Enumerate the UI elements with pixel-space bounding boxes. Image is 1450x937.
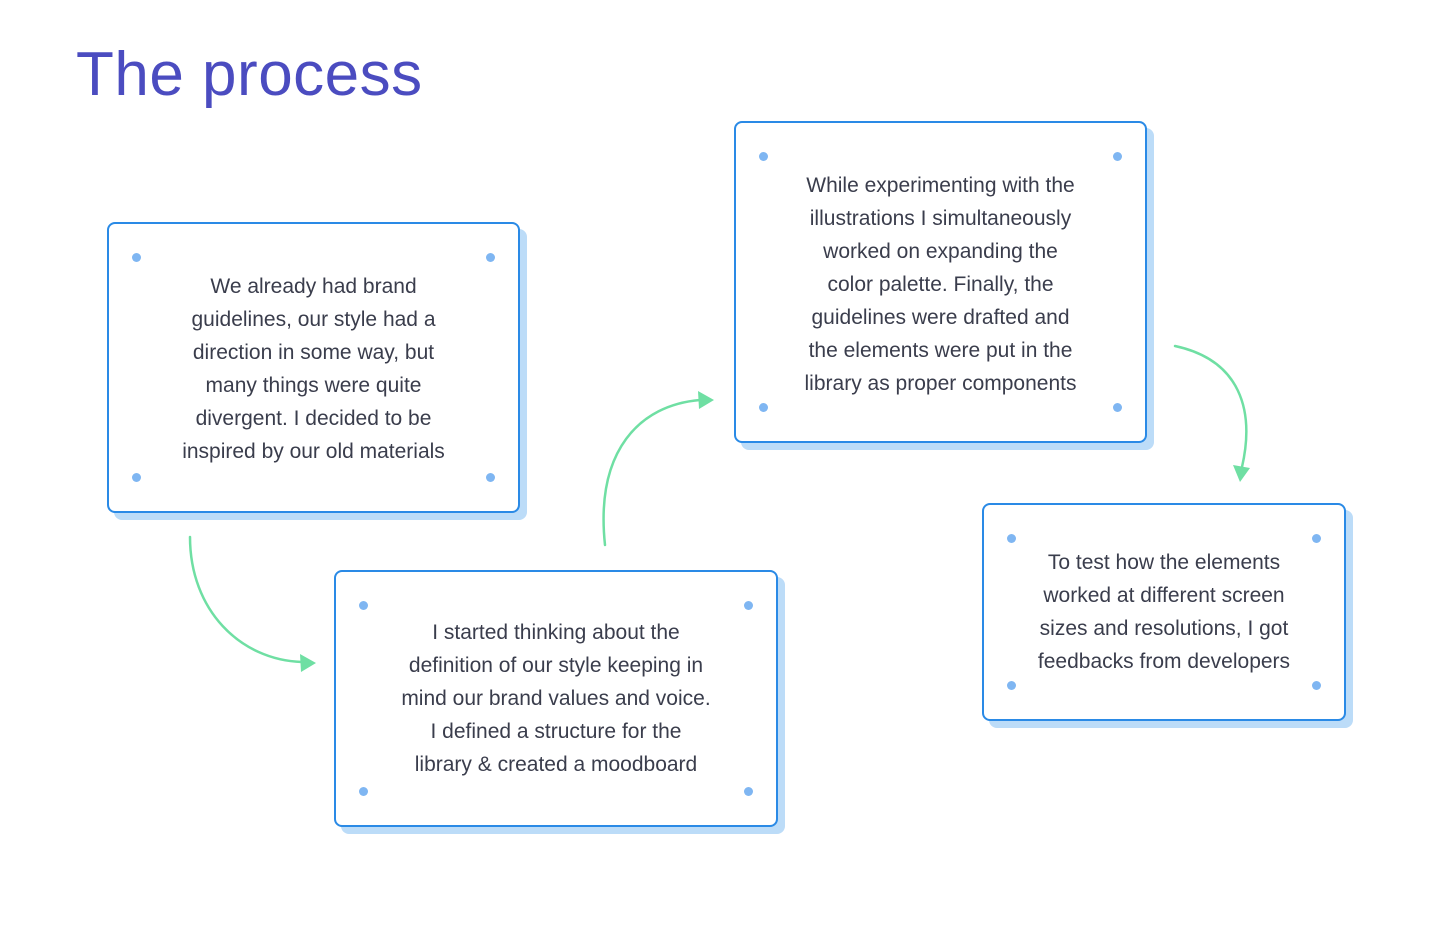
step-card-1: We already had brand guidelines, our sty…	[107, 222, 520, 513]
corner-dot	[359, 787, 368, 796]
corner-dot	[1312, 534, 1321, 543]
step-text: We already had brand guidelines, our sty…	[182, 274, 445, 463]
arrow-step-1-to-2	[188, 535, 304, 664]
arrow-step-3-to-4	[1173, 344, 1248, 469]
step-card-4: To test how the elements worked at diffe…	[982, 503, 1346, 721]
corner-dot	[759, 152, 768, 161]
corner-dot	[1113, 403, 1122, 412]
step-text: While experimenting with the illustratio…	[804, 173, 1077, 395]
arrowhead-3	[1233, 465, 1250, 482]
step-text: I started thinking about the definition …	[401, 621, 711, 776]
arrow-step-2-to-3	[602, 398, 702, 547]
corner-dot	[759, 403, 768, 412]
corner-dot	[359, 601, 368, 610]
corner-dot	[132, 473, 141, 482]
corner-dot	[744, 787, 753, 796]
corner-dot	[1113, 152, 1122, 161]
arrowhead-2	[698, 391, 714, 409]
step-card-3: While experimenting with the illustratio…	[734, 121, 1147, 443]
corner-dot	[1312, 681, 1321, 690]
corner-dot	[132, 253, 141, 262]
arrowhead-1	[300, 654, 316, 672]
step-card-2: I started thinking about the definition …	[334, 570, 778, 827]
corner-dot	[744, 601, 753, 610]
corner-dot	[486, 253, 495, 262]
corner-dot	[1007, 534, 1016, 543]
corner-dot	[486, 473, 495, 482]
corner-dot	[1007, 681, 1016, 690]
step-text: To test how the elements worked at diffe…	[1037, 551, 1291, 673]
page-title: The process	[76, 40, 423, 109]
